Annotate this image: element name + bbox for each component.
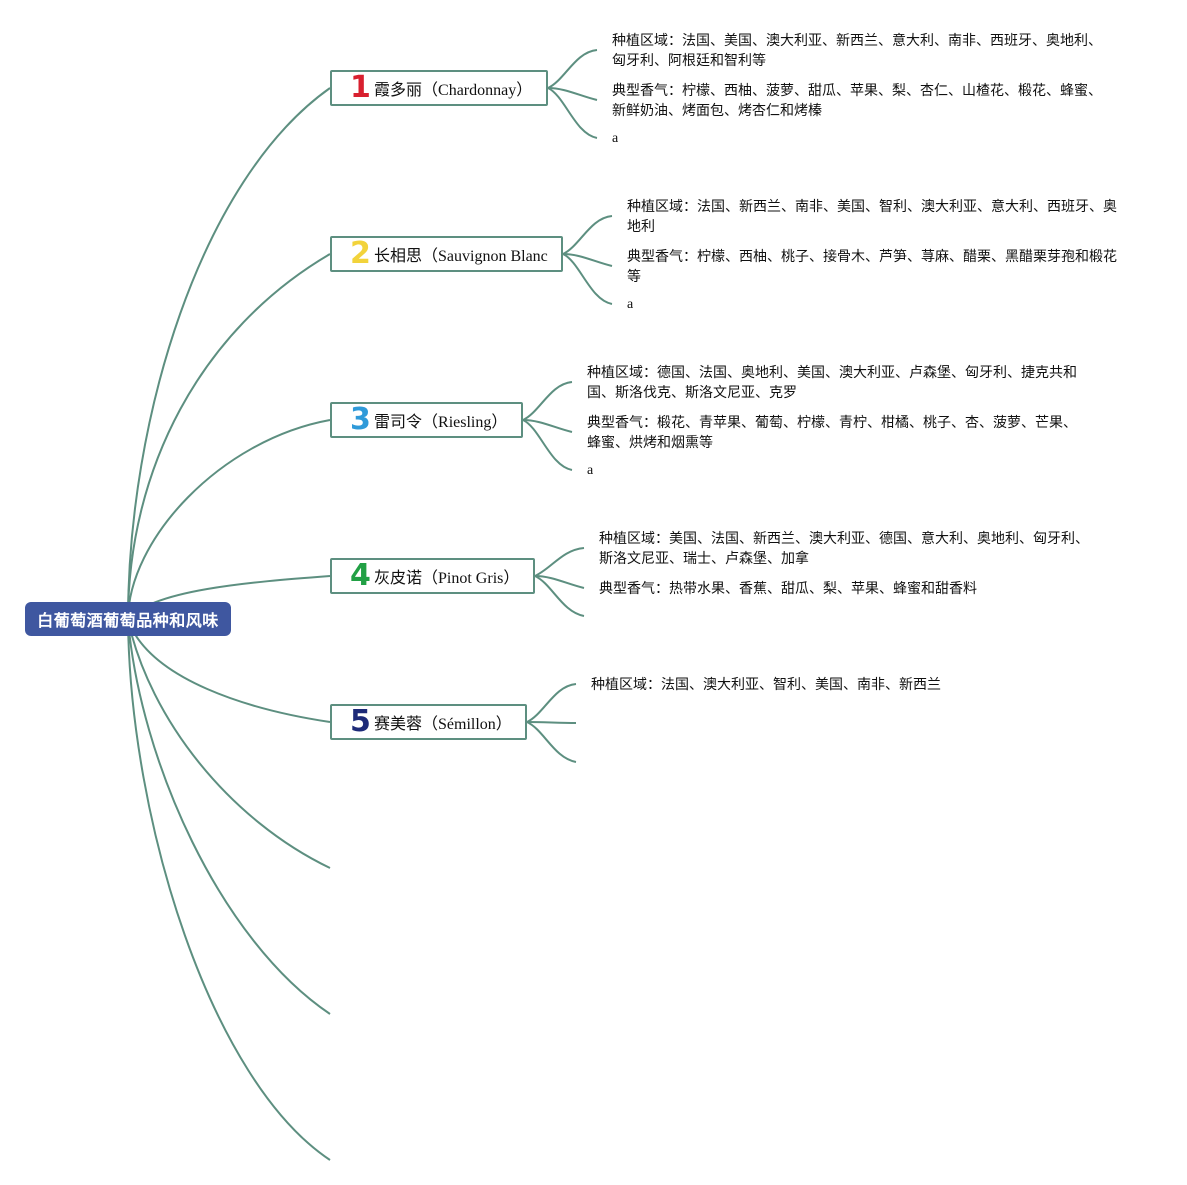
topic-name-zh: 长相思 [374,246,423,265]
number-3-icon: 3 [350,402,371,437]
topic-node-sauvignon-blanc[interactable]: 2 长相思（Sauvignon Blanc [330,236,563,272]
topic-node-riesling[interactable]: 3 雷司令（Riesling） [330,402,523,438]
connector-topic-3-leaf-2 [522,419,573,433]
connector-topic-2-leaf-2 [562,253,613,267]
connector-topic-2-leaf-1 [562,215,613,255]
leaf-chardonnay-aromas[interactable]: 典型香气：柠檬、西柚、菠萝、甜瓜、苹果、梨、杏仁、山楂花、椴花、蜂蜜、新鲜奶油、… [612,83,1102,119]
topic-name-zh: 灰皮诺 [374,568,423,587]
topic-name-en: （Chardonnay） [422,82,533,99]
connector-root-empty-8 [127,619,331,1161]
leaf-chardonnay-a[interactable]: a [612,131,619,146]
leaf-riesling-aromas[interactable]: 典型香气：椴花、青苹果、葡萄、柠檬、青柠、柑橘、桃子、杏、菠萝、芒果、蜂蜜、烘烤… [587,415,1077,451]
leaf-sauvignon-blanc-a[interactable]: a [627,297,634,312]
number-2-icon: 2 [350,236,371,271]
connector-root-topic-3 [127,419,331,621]
topic-name-en: （Sémillon） [422,716,512,733]
connector-topic-1-leaf-3 [547,87,598,139]
topic-node-semillon[interactable]: 5 赛美蓉（Sémillon） [330,704,527,740]
leaf-sauvignon-blanc-regions[interactable]: 种植区域：法国、新西兰、南非、美国、智利、澳大利亚、意大利、西班牙、奥地利 [627,199,1117,235]
connector-topic-4-leaf-2 [534,575,585,589]
topic-name-en: （Riesling） [422,414,508,431]
leaf-pinot-gris-aromas[interactable]: 典型香气：热带水果、香蕉、甜瓜、梨、苹果、蜂蜜和甜香料 [599,581,977,597]
leaf-riesling-regions[interactable]: 种植区域：德国、法国、奥地利、美国、澳大利亚、卢森堡、匈牙利、捷克共和国、斯洛伐… [587,365,1077,401]
topic-name-zh: 霞多丽 [374,80,423,99]
connector-topic-1-leaf-1 [547,49,598,89]
connector-root-empty-6 [127,619,331,869]
topic-name-en: （Pinot Gris） [422,570,520,587]
leaf-riesling-a[interactable]: a [587,463,594,478]
root-node[interactable]: 白葡萄酒葡萄品种和风味 [25,602,231,636]
connector-topic-1-leaf-2 [547,87,598,101]
connector-root-topic-2 [127,253,331,621]
leaf-semillon-regions[interactable]: 种植区域：法国、澳大利亚、智利、美国、南非、新西兰 [591,677,941,693]
number-1-icon: 1 [350,70,371,105]
connector-topic-3-leaf-3 [522,419,573,471]
topic-name-zh: 雷司令 [374,412,423,431]
number-4-icon: 4 [350,558,371,593]
topic-name-en: （Sauvignon Blanc [422,248,548,265]
connector-topic-5-leaf-3 [526,721,577,763]
topic-node-chardonnay[interactable]: 1 霞多丽（Chardonnay） [330,70,548,106]
leaf-chardonnay-regions[interactable]: 种植区域：法国、美国、澳大利亚、新西兰、意大利、南非、西班牙、奥地利、匈牙利、阿… [612,33,1102,69]
leaf-sauvignon-blanc-aromas[interactable]: 典型香气：柠檬、西柚、桃子、接骨木、芦笋、荨麻、醋栗、黑醋栗芽孢和椴花等 [627,249,1117,285]
connector-root-empty-7 [127,619,331,1015]
connector-topic-3-leaf-1 [522,381,573,421]
topic-name-zh: 赛美蓉 [374,714,423,733]
connector-root-topic-5 [127,619,331,723]
topic-node-pinot-gris[interactable]: 4 灰皮诺（Pinot Gris） [330,558,535,594]
leaf-pinot-gris-regions[interactable]: 种植区域：美国、法国、新西兰、澳大利亚、德国、意大利、奥地利、匈牙利、斯洛文尼亚… [599,531,1089,567]
connector-topic-2-leaf-3 [562,253,613,305]
connector-topic-4-leaf-1 [534,547,585,577]
connector-topic-5-leaf-2 [526,721,577,724]
connector-root-topic-1 [127,87,331,621]
connector-topic-4-leaf-3 [534,575,585,617]
root-label: 白葡萄酒葡萄品种和风味 [37,611,219,630]
number-5-icon: 5 [350,704,371,739]
connector-topic-5-leaf-1 [526,683,577,723]
